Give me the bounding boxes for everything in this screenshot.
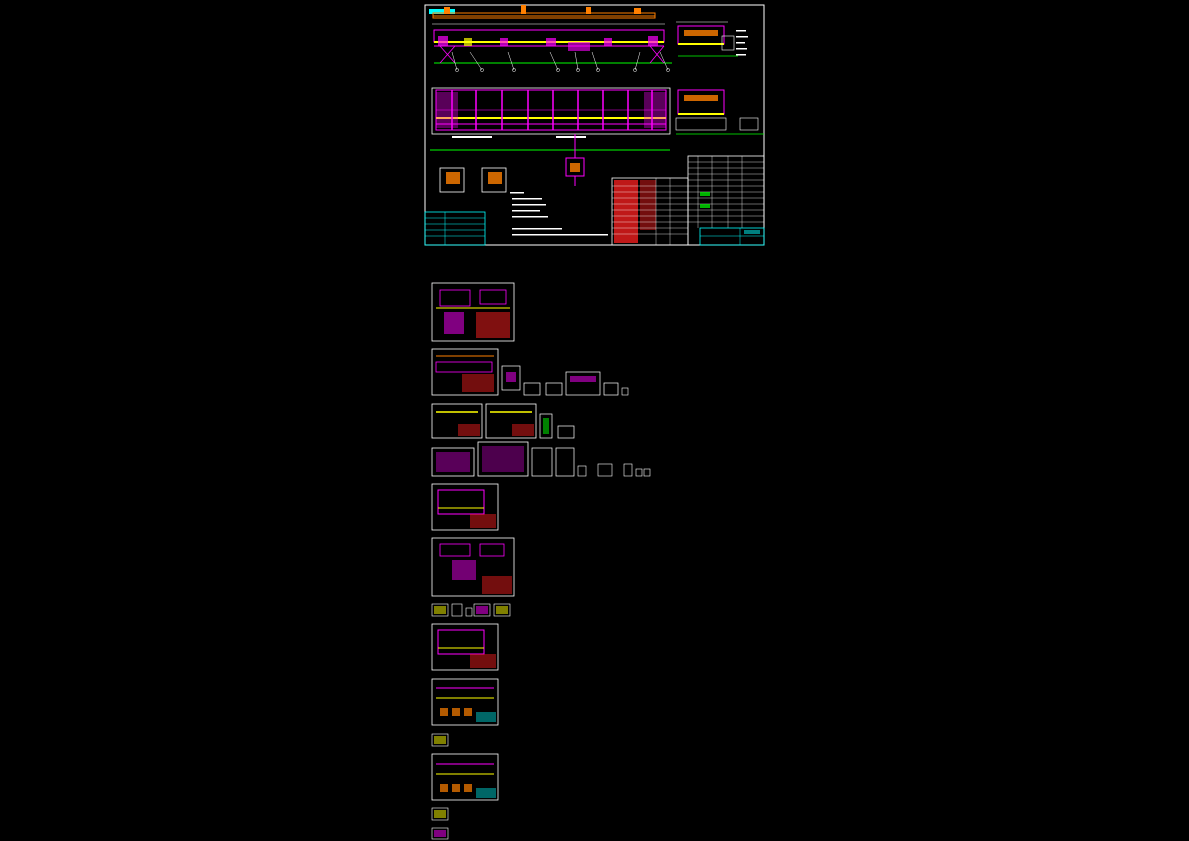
thumbnail-sheet-2-group[interactable] [431,348,629,396]
thumbnail-sheet-6[interactable] [431,537,515,597]
thumbnail-sheet-9[interactable] [431,678,499,726]
thumbnail-sheet-1[interactable] [431,282,515,342]
material-table-red [611,177,689,246]
thumbnail-sheet-11[interactable] [431,753,499,801]
plan-view [430,87,671,186]
side-section-lower [675,89,764,135]
thumbnail-sheet-3-group[interactable] [431,403,575,439]
main-drawing-sheet[interactable] [424,4,765,246]
notes-block [510,192,608,236]
thumbnail-small-10[interactable] [431,733,449,747]
hoist-runway [432,5,656,19]
thumbnail-strip-7[interactable] [431,603,511,617]
thumbnail-sheet-8[interactable] [431,623,499,671]
detail-sections [439,167,507,193]
side-section-upper [676,21,748,57]
title-block [699,227,765,246]
thumbnail-small-12[interactable] [431,807,449,840]
sheet-border [424,4,765,246]
thumbnail-sheet-5[interactable] [431,483,499,531]
legend-table [424,211,486,246]
thumbnail-sheet-4-group[interactable] [431,441,651,477]
front-elevation [432,23,672,72]
sheet-title-tag [429,9,455,14]
